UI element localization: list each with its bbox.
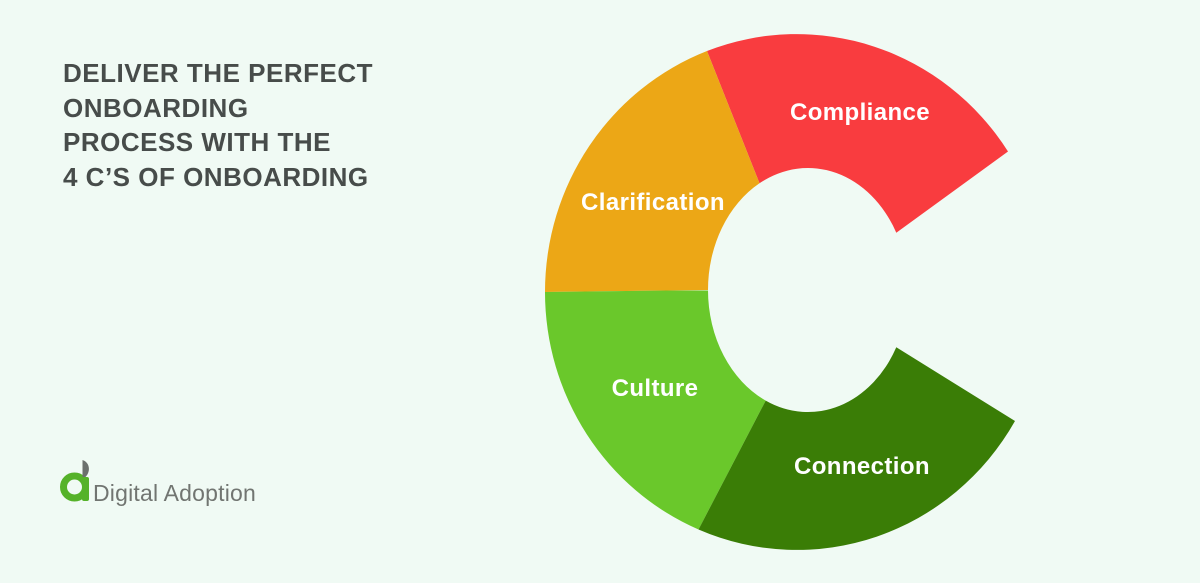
segment-label-clarification: Clarification — [581, 189, 725, 216]
title-line-3: PROCESS WITH THE — [63, 127, 332, 157]
segment-compliance — [707, 34, 1008, 233]
digital-adoption-logo: Digital Adoption — [58, 456, 358, 508]
digital-adoption-logo-icon — [60, 460, 89, 502]
page-title: DELIVER THE PERFECT ONBOARDING PROCESS W… — [63, 56, 373, 194]
title-line-2: ONBOARDING — [63, 92, 249, 123]
title-line-4: 4 C’S OF ONBOARDING — [63, 161, 369, 192]
segment-connection — [698, 347, 1015, 550]
segment-label-culture: Culture — [611, 375, 699, 402]
segment-label-compliance: Compliance — [789, 99, 931, 126]
segment-clarification — [545, 51, 760, 292]
title-line-1: DELIVER THE PERFECT — [63, 58, 373, 88]
logo-text: Digital Adoption — [93, 480, 257, 506]
segment-culture — [544, 290, 766, 530]
segment-label-connection: Connection — [794, 453, 930, 480]
